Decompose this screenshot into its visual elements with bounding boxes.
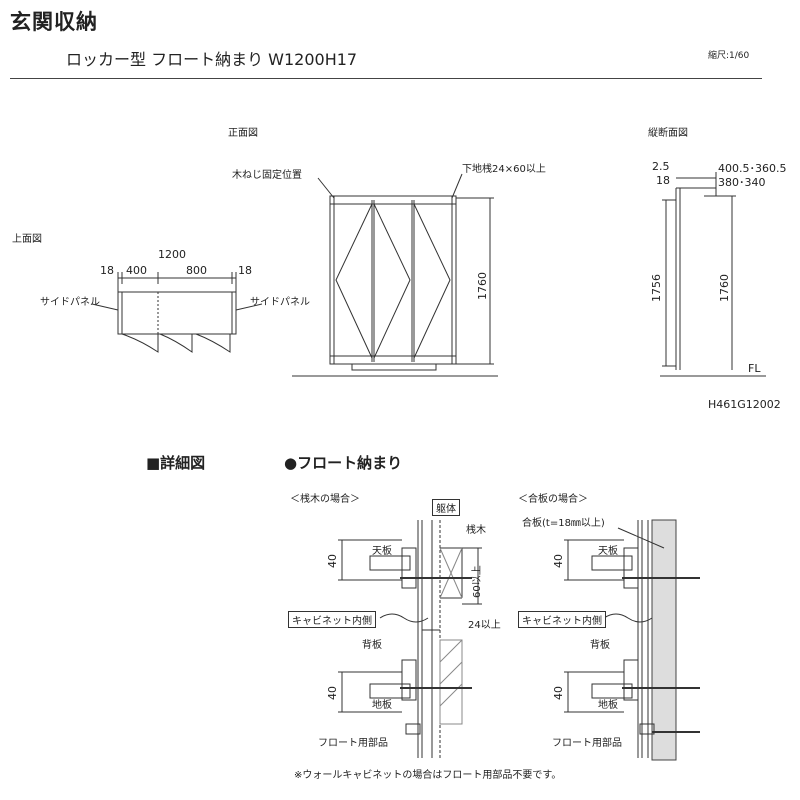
page-title: 玄関収納 [10, 10, 98, 34]
drawing-code: H461G12002 [708, 398, 781, 411]
dim-40-bottom-2: 40 [552, 686, 565, 700]
section-dim-top-right: 400.5･360.5 [718, 162, 787, 175]
detail-batten-drawing [338, 520, 482, 758]
back-board-label-1: 背板 [362, 640, 382, 651]
section-dim-mid-right: 380･340 [718, 176, 766, 189]
product-subtitle: ロッカー型 フロート納まり W1200H17 [66, 50, 358, 69]
section-height-outer: 1760 [718, 274, 731, 302]
top-board-label-1: 天板 [372, 546, 392, 557]
screw-position-label: 木ねじ固定位置 [232, 170, 302, 181]
dim-60-label: 60以上 [472, 565, 483, 598]
dim-40-top-2: 40 [552, 554, 565, 568]
side-panel-left-label: サイドパネル [40, 297, 100, 308]
top-view-drawing [91, 272, 263, 353]
side-panel-right-label: サイドパネル [250, 297, 310, 308]
section-view-label: 縦断面図 [648, 128, 688, 139]
float-part-label-1: フロート用部品 [318, 738, 388, 749]
header-divider [10, 78, 762, 79]
cabinet-inner-label-2: キャビネット内側 [518, 611, 606, 628]
base-board-label-2: 地板 [598, 700, 618, 711]
back-board-label-2: 背板 [590, 640, 610, 651]
top-view-dim-right: 800 [186, 264, 207, 277]
section-dim-mid-left: 18 [656, 174, 670, 187]
top-board-label-2: 天板 [598, 546, 618, 557]
front-view-drawing [292, 173, 498, 377]
floor-level-label: FL [748, 362, 761, 375]
top-view-side-left: 18 [100, 264, 114, 277]
plywood-case-title: ＜合板の場合＞ [518, 494, 588, 505]
scale-label: 縮尺:1/60 [708, 51, 750, 61]
dim-40-bottom-1: 40 [326, 686, 339, 700]
cabinet-inner-label-1: キャビネット内側 [288, 611, 376, 628]
batten-case-title: ＜桟木の場合＞ [290, 494, 360, 505]
section-dim-top-left: 2.5 [652, 160, 670, 173]
dim-40-top-1: 40 [326, 554, 339, 568]
body-label: 躯体 [432, 499, 460, 516]
section-height-inner: 1756 [650, 274, 663, 302]
detail-plywood-drawing [564, 519, 700, 761]
float-part-label-2: フロート用部品 [552, 738, 622, 749]
top-view-side-right: 18 [238, 264, 252, 277]
footnote: ※ウォールキャビネットの場合はフロート用部品不要です。 [294, 770, 562, 781]
section-view-drawing [660, 172, 766, 377]
float-section-title: ●フロート納まり [284, 454, 403, 472]
top-view-width: 1200 [158, 248, 186, 261]
dim-24-label: 24以上 [468, 620, 501, 631]
detail-section-title: ■詳細図 [146, 454, 206, 472]
top-view-dim-left: 400 [126, 264, 147, 277]
front-height-dim: 1760 [476, 272, 489, 300]
batten-label: 桟木 [466, 525, 486, 536]
base-board-label-1: 地板 [372, 700, 392, 711]
base-member-label: 下地桟24×60以上 [462, 164, 546, 175]
plywood-label: 合板(t=18㎜以上) [522, 518, 605, 529]
front-view-label: 正面図 [228, 128, 258, 139]
top-view-label: 上面図 [12, 234, 42, 245]
